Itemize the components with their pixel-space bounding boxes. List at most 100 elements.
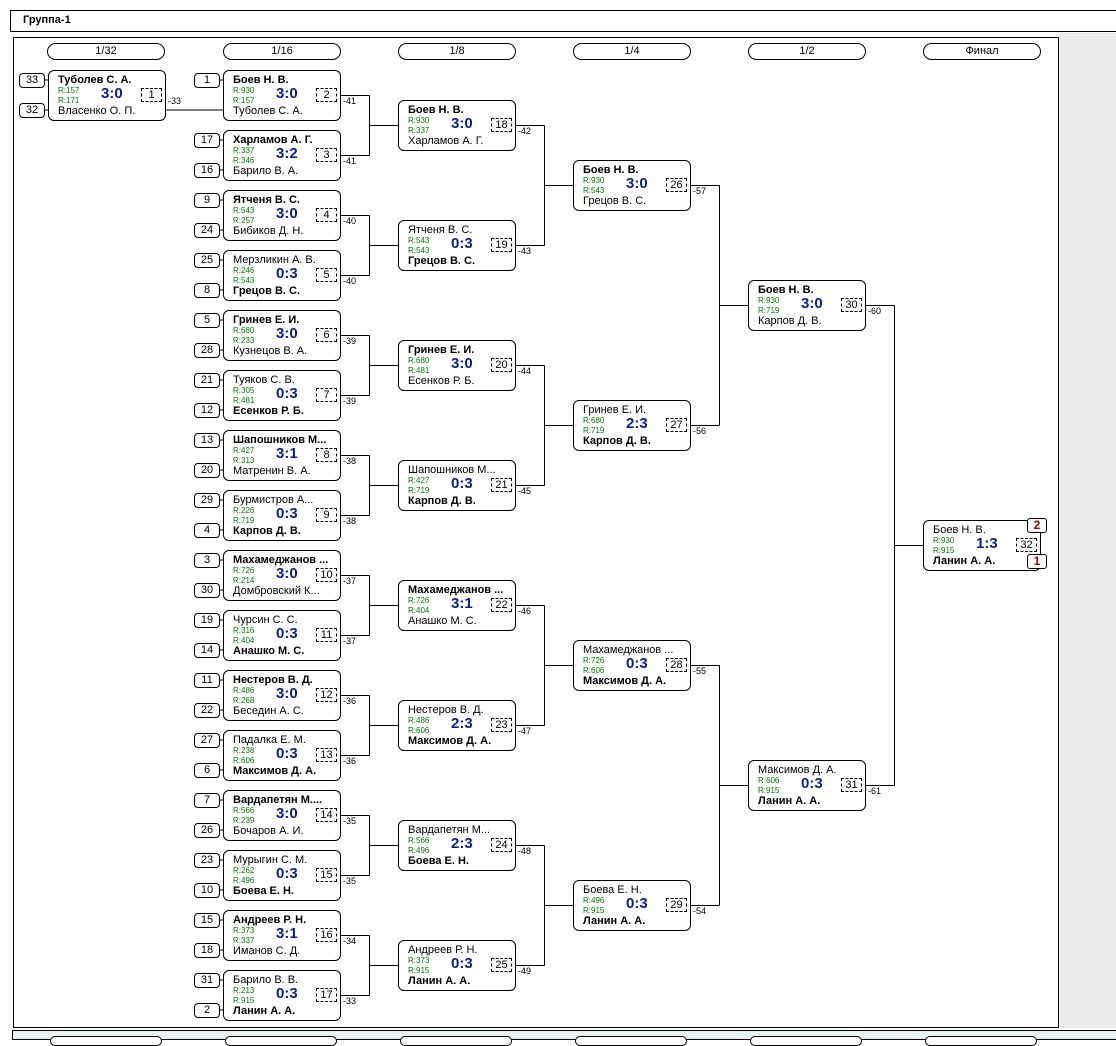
round-header-0[interactable]: 1/32 (47, 43, 165, 60)
match-number: 31 (841, 778, 862, 792)
loser-placement-label: -33 (168, 96, 182, 106)
player-2-rating: R:915 (933, 546, 955, 555)
player-1-rating: R:930 (758, 296, 780, 305)
player-2-name[interactable]: Карпов Д. В. (408, 495, 476, 507)
player-2-name[interactable]: Максимов Д. А. (233, 765, 317, 777)
player-1-rating: R:262 (233, 866, 255, 875)
round-header-5[interactable]: Финал (923, 43, 1041, 60)
player-2-name[interactable]: Максимов Д. А. (408, 735, 492, 747)
player-2-name[interactable]: Туболев С. А. (233, 105, 303, 117)
player-2-name[interactable]: Кузнецов В. А. (233, 345, 308, 357)
player-2-name[interactable]: Есенков Р. Б. (408, 375, 475, 387)
player-2-name[interactable]: Ланин А. А. (408, 975, 471, 987)
group-title-bar: Группа-1 (10, 10, 1116, 32)
player-1-rating: R:930 (408, 116, 430, 125)
player-1-rating: R:726 (408, 596, 430, 605)
match-number: 20 (491, 358, 512, 372)
player-2-name[interactable]: Есенков Р. Б. (233, 405, 304, 417)
player-2-name[interactable]: Боева Е. Н. (233, 885, 294, 897)
loser-placement-label: -37 (343, 576, 357, 586)
round-header-3[interactable]: 1/4 (573, 43, 691, 60)
player-2-name[interactable]: Иманов С. Д. (233, 945, 301, 957)
match-number: 3 (316, 148, 337, 162)
player-1-rating: R:337 (233, 146, 255, 155)
player-1-rating: R:486 (233, 686, 255, 695)
seed-number: 21 (194, 373, 220, 388)
player-2-name[interactable]: Барило В. А. (233, 165, 299, 177)
loser-placement-label: -45 (518, 486, 532, 496)
player-2-rating: R:346 (233, 156, 255, 165)
player-2-name[interactable]: Ланин А. А. (583, 915, 646, 927)
player-2-name[interactable]: Максимов Д. А. (583, 675, 667, 687)
player-2-name[interactable]: Боева Е. Н. (408, 855, 469, 867)
player-2-rating: R:606 (408, 726, 430, 735)
player-2-name[interactable]: Харламов А. Г. (408, 135, 484, 147)
player-2-name[interactable]: Карпов Д. В. (758, 315, 822, 327)
player-2-name[interactable]: Бибиков Д. Н. (233, 225, 304, 237)
player-2-name[interactable]: Карпов Д. В. (583, 435, 651, 447)
player-2-name[interactable]: Ланин А. А. (933, 555, 996, 567)
player-2-name[interactable]: Власенко О. П. (58, 105, 136, 117)
match-score: 3:0 (626, 175, 648, 192)
player-2-name[interactable]: Ланин А. А. (758, 795, 821, 807)
seed-number: 30 (194, 583, 220, 598)
player-2-name[interactable]: Матренин В. А. (233, 465, 311, 477)
player-2-name[interactable]: Грецов В. С. (583, 195, 647, 207)
player-1-rating: R:930 (933, 536, 955, 545)
seed-number: 19 (194, 613, 220, 628)
player-2-rating: R:719 (408, 486, 430, 495)
player-2-name[interactable]: Беседин А. С. (233, 705, 304, 717)
player-2-name[interactable]: Бочаров А. И. (233, 825, 304, 837)
right-scroll-area[interactable] (1060, 33, 1116, 1028)
seed-number: 17 (194, 133, 220, 148)
player-1-rating: R:726 (583, 656, 605, 665)
round-header-4[interactable]: 1/2 (748, 43, 866, 60)
loser-placement-label: -39 (343, 396, 357, 406)
round-header-2[interactable]: 1/8 (398, 43, 516, 60)
player-2-name[interactable]: Грецов В. С. (233, 285, 301, 297)
player-2-name[interactable]: Анашко М. С. (233, 645, 305, 657)
player-2-name[interactable]: Ланин А. А. (233, 1005, 296, 1017)
match-number: 17 (316, 988, 337, 1002)
loser-placement-label: -36 (343, 756, 357, 766)
player-2-rating: R:915 (233, 996, 255, 1005)
player-2-name[interactable]: Карпов Д. В. (233, 525, 301, 537)
match-number: 9 (316, 508, 337, 522)
player-2-name[interactable]: Домбровский К... (233, 585, 320, 597)
round-header-1[interactable]: 1/16 (223, 43, 341, 60)
player-2-name[interactable]: Грецов В. С. (408, 255, 476, 267)
player-2-name[interactable]: Анашко М. С. (408, 615, 477, 627)
